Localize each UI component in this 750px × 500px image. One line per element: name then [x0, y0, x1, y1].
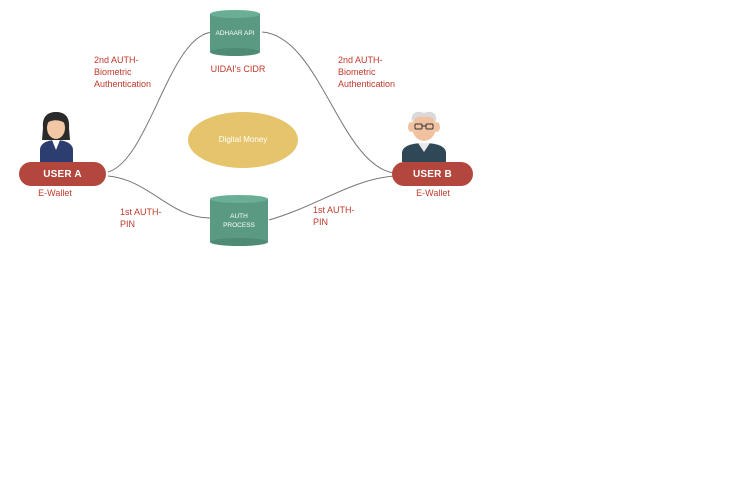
digital-money-label: Digital Money: [218, 135, 268, 144]
user-b-wallet: E-Wallet: [416, 188, 450, 198]
user-a-wallet: E-Wallet: [38, 188, 72, 198]
woman-avatar-icon: [40, 112, 73, 162]
user-a-node: USER A: [19, 162, 106, 186]
adhaar-api-label: ADHAAR API: [215, 30, 255, 37]
user-b-node: USER B: [392, 162, 473, 186]
digital-money-ellipse: [188, 112, 298, 168]
edge-auth-userb: [268, 175, 395, 221]
edge-label-right-top: 2nd AUTH- Biometric Authentication: [338, 55, 396, 89]
auth-process-cylinder: [210, 195, 268, 246]
adhaar-api-cylinder: [210, 10, 260, 56]
auth-process-label: AUTH PROCESS: [223, 213, 255, 229]
edge-label-left-bottom: 1st AUTH- PIN: [120, 207, 162, 229]
edge-usera-adhaar: [107, 31, 216, 173]
edge-usera-auth: [107, 175, 211, 219]
edge-adhaar-userb: [261, 31, 395, 174]
old-man-avatar-icon: [402, 111, 446, 162]
edge-label-left-top: 2nd AUTH- Biometric Authentication: [94, 55, 152, 89]
uidai-cidr-caption: UIDAI's CIDR: [210, 64, 266, 74]
edge-label-right-bottom: 1st AUTH- PIN: [313, 205, 355, 227]
